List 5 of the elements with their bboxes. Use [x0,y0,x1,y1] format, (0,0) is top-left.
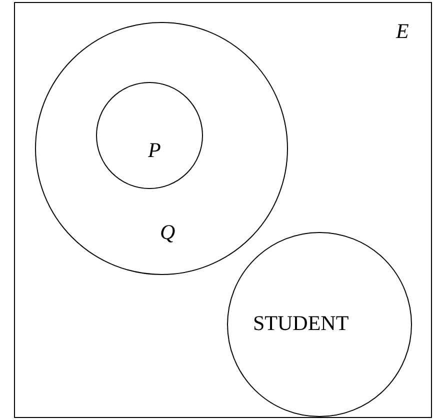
set-label: STUDENT [253,313,349,334]
set-label: Q [160,222,176,243]
set-label: P [148,140,161,161]
universal-set-rectangle [14,2,432,418]
set-label: E [396,21,409,42]
